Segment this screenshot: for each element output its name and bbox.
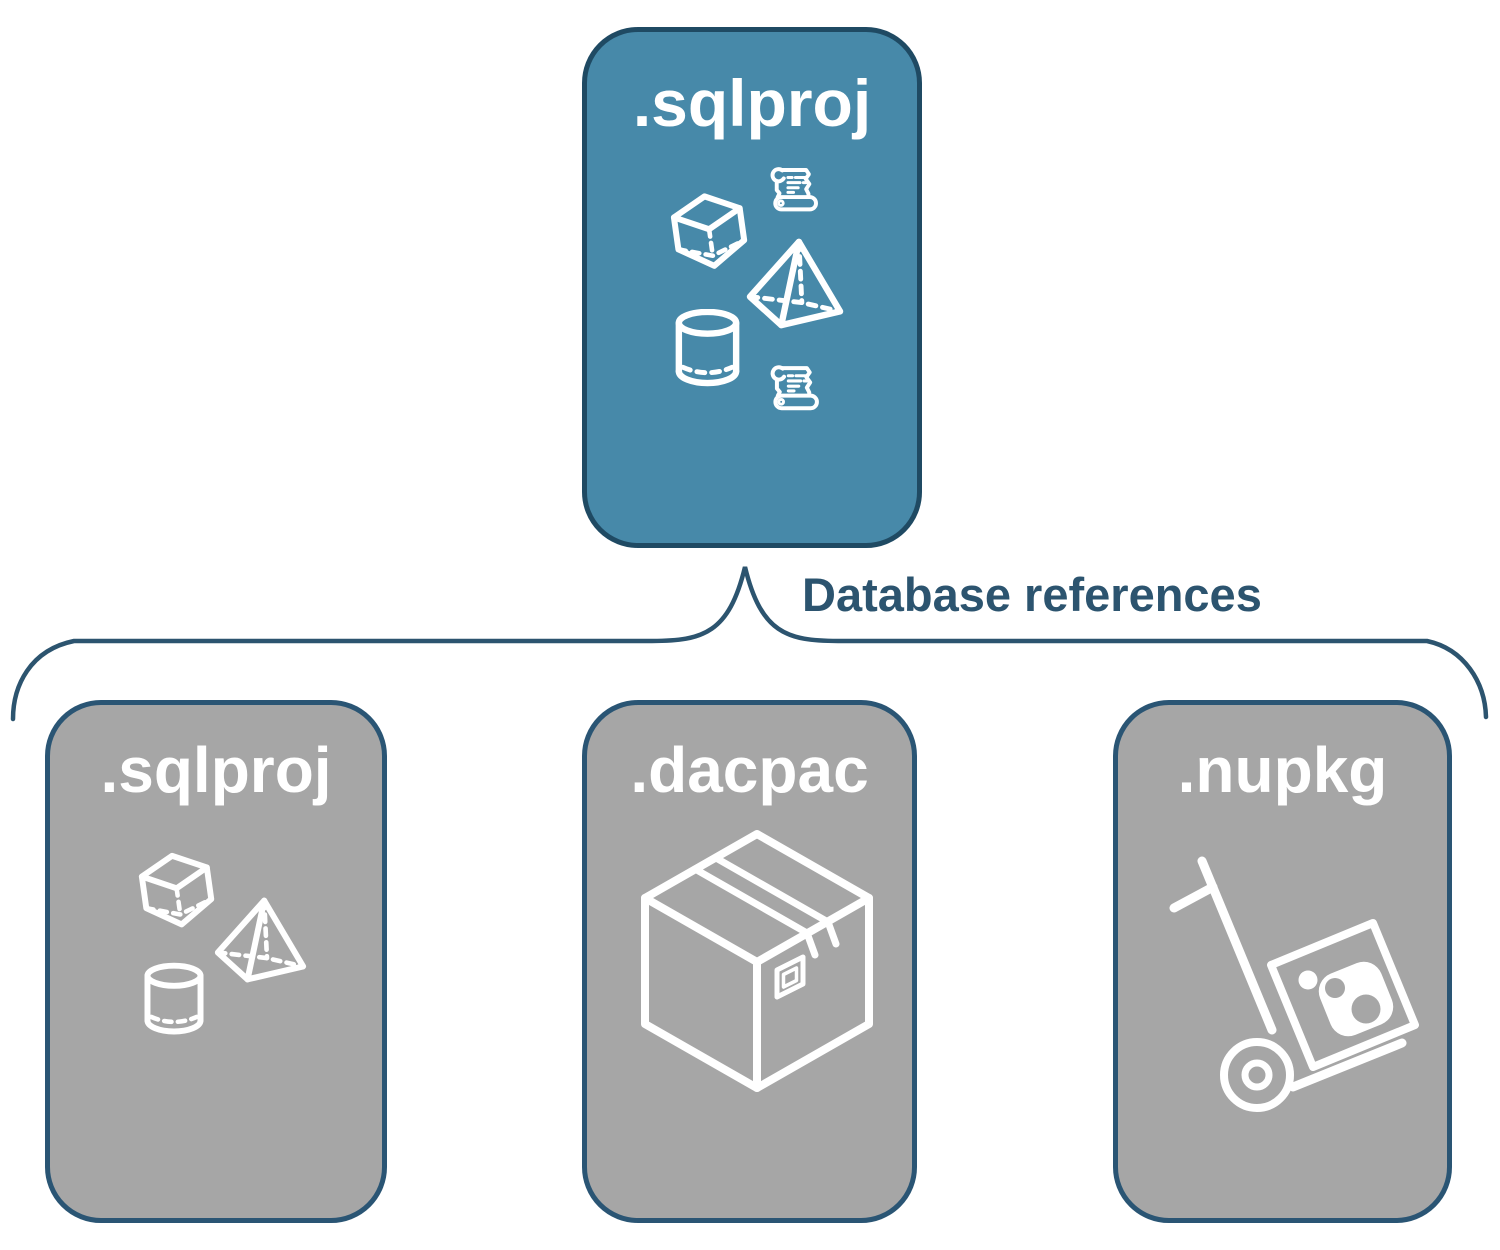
cube-icon [135,850,219,932]
pyramid-icon [745,237,845,330]
node-sqlproj-root-label: .sqlproj [632,66,872,140]
node-nupkg: .nupkg [1113,700,1452,1223]
script-scroll-icon [770,167,818,212]
node-sqlproj-child-label: .sqlproj [100,734,332,806]
pyramid-icon [212,896,309,984]
cylinder-icon [672,309,743,388]
node-sqlproj-child: .sqlproj [45,700,387,1223]
cylinder-icon [142,962,206,1037]
brace-path [10,566,1489,722]
cube-icon [668,190,751,274]
hand-truck-nuget-icon [1150,830,1450,1190]
node-dacpac-label: .dacpac [630,734,869,806]
script-scroll-icon [770,365,819,411]
node-dacpac: .dacpac [582,700,917,1223]
connector-label: Database references [802,568,1262,621]
node-nupkg-label: .nupkg [1177,734,1388,806]
package-box-icon [637,828,877,1093]
node-sqlproj-root: .sqlproj [582,27,922,548]
